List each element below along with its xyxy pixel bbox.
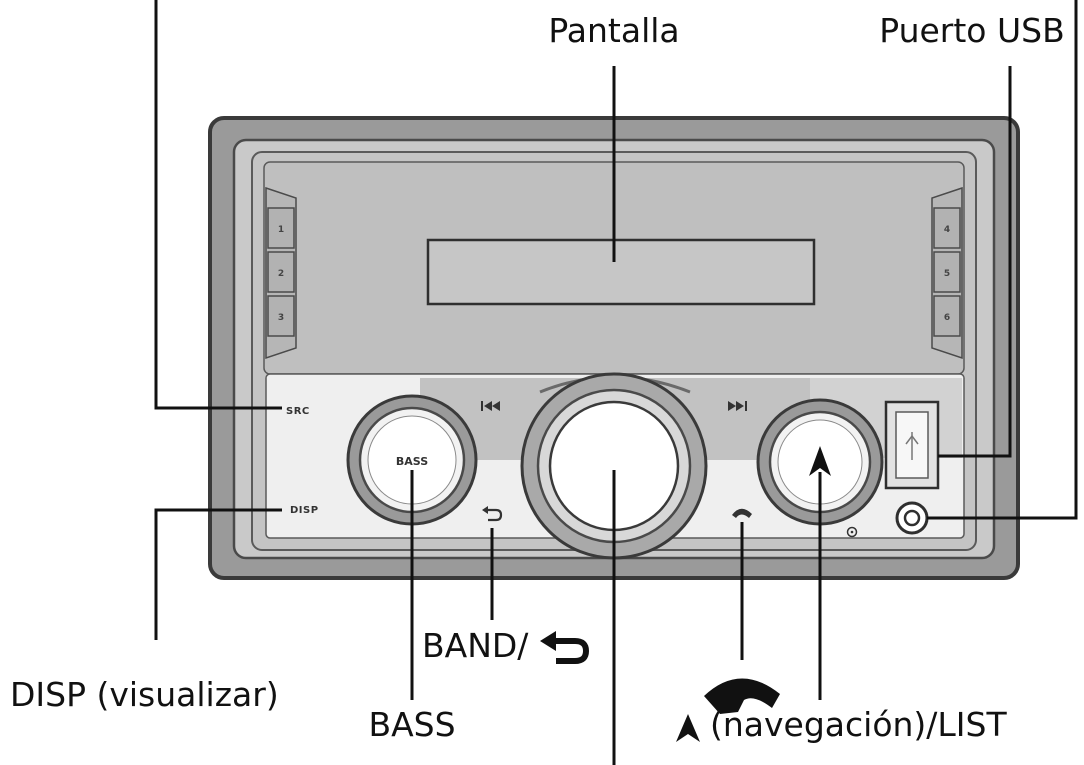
callout-usb-port: Puerto USB [879,11,1064,50]
preset-buttons-right: 4 5 6 [931,186,963,360]
preset-button-4[interactable] [933,207,961,249]
preset-label-5: 5 [944,269,950,279]
preset-label-6: 6 [944,313,950,323]
preset-buttons-left: 1 2 3 [265,186,297,360]
callout-back-arrow-icon [540,631,590,664]
callout-phone-icon [704,678,780,714]
bass-knob-label: BASS [396,455,428,468]
preset-button-6[interactable] [933,295,961,337]
phone-icon[interactable] [732,508,752,518]
display-screen [426,238,816,306]
callout-navigation-arrow-icon [676,714,700,742]
main-volume-knob[interactable] [520,372,708,560]
callout-list: (navegación)/LIST [710,705,1007,744]
callout-display: Pantalla [548,11,679,50]
skip-previous-icon[interactable] [481,401,500,411]
aux-jack-icon[interactable] [895,501,929,535]
preset-button-1[interactable] [267,207,295,249]
usb-port[interactable] [884,400,940,490]
preset-button-2[interactable] [267,251,295,293]
back-arrow-icon[interactable] [482,506,503,522]
navigation-arrow-icon [809,446,831,476]
leader-usb [938,66,1012,458]
callout-band: BAND/ [422,626,529,665]
preset-label-3: 3 [278,313,284,323]
preset-label-2: 2 [278,269,284,279]
callout-disp: DISP (visualizar) [10,675,279,714]
leader-aux [927,0,1078,520]
navigation-knob[interactable] [756,398,884,526]
preset-button-5[interactable] [933,251,961,293]
leader-disp [154,508,282,640]
skip-next-icon[interactable] [728,401,747,411]
callout-bass: BASS [368,705,455,744]
preset-label-1: 1 [278,225,284,235]
reset-button-icon[interactable] [846,526,858,538]
preset-button-3[interactable] [267,295,295,337]
leader-lines [154,0,1078,765]
disp-button[interactable]: DISP [290,505,319,516]
preset-label-4: 4 [944,225,950,235]
leader-src [154,0,282,410]
src-button[interactable]: SRC [286,406,310,417]
